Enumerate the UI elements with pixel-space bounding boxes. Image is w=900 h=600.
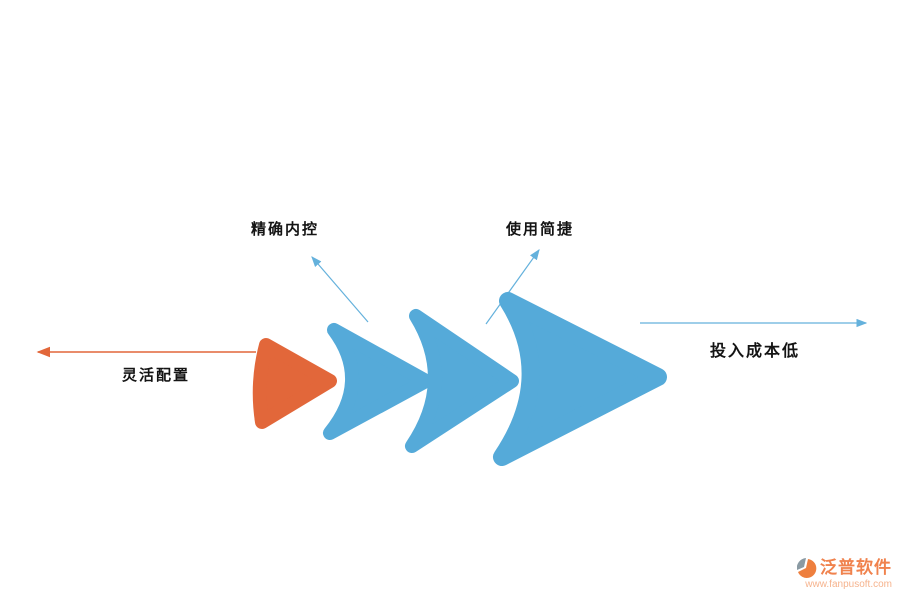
label-precise-control: 精确内控 (251, 221, 320, 238)
connector-precise-control (311, 256, 369, 323)
shape-orange-triangle (252, 338, 337, 429)
label-flexible-config: 灵活配置 (122, 367, 191, 384)
shape-blue-chevron-3 (493, 292, 667, 466)
label-low-cost: 投入成本低 (710, 343, 801, 360)
shape-blue-chevron-1 (323, 323, 433, 440)
brand-watermark: 泛普软件 www.fanpusoft.com (797, 558, 892, 590)
brand-name: 泛普软件 (820, 557, 892, 577)
brand-url: www.fanpusoft.com (805, 579, 892, 590)
label-simple-use: 使用简捷 (506, 221, 575, 238)
fanpu-logo-icon (797, 558, 817, 578)
shape-blue-chevron-2 (405, 309, 519, 453)
connector-simple-use (485, 249, 540, 325)
